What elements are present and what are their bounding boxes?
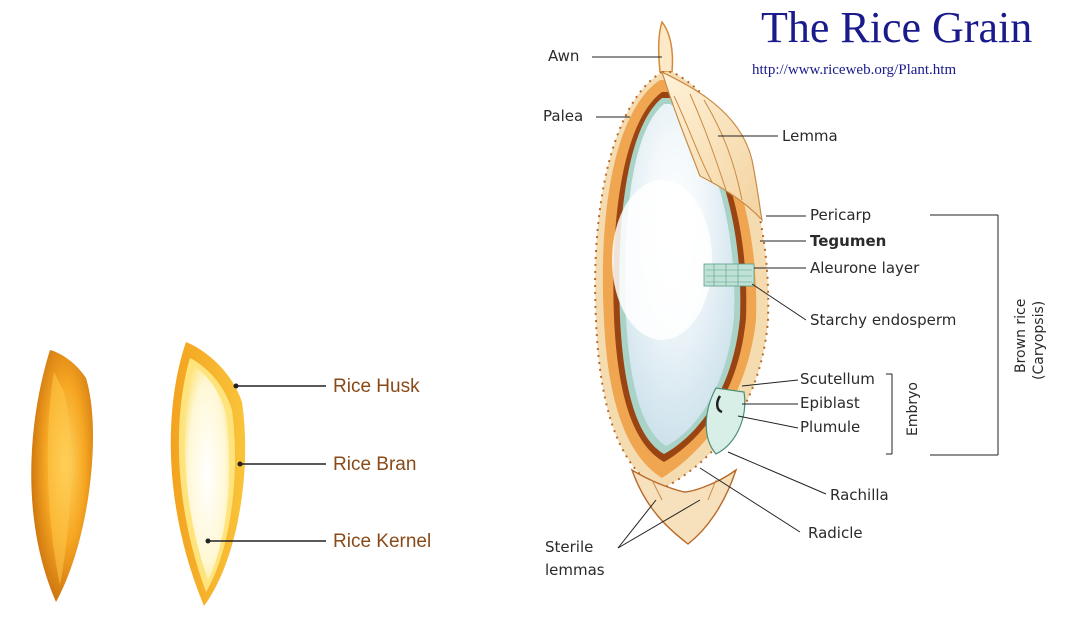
figure-title: The Rice Grain xyxy=(761,6,1032,50)
source-url[interactable]: http://www.riceweb.org/Plant.htm xyxy=(752,63,956,78)
brown-rice-group-label-line2: (Caryopsis) xyxy=(1032,301,1046,380)
awn-part xyxy=(659,22,673,72)
starchy-endosperm-label: Starchy endosperm xyxy=(810,313,956,328)
sterile-lemmas-label-line2: lemmas xyxy=(545,563,605,578)
rice-grain-cross-section xyxy=(171,342,245,606)
aleurone-layer-label: Aleurone layer xyxy=(810,261,919,276)
embryo-group-label: Embryo xyxy=(906,382,920,436)
radicle-label: Radicle xyxy=(808,526,863,541)
plumule-label: Plumule xyxy=(800,420,860,435)
rice-bran-label: Rice Bran xyxy=(333,455,416,474)
pericarp-label: Pericarp xyxy=(810,208,871,223)
detailed-rice-grain xyxy=(595,22,768,544)
awn-label: Awn xyxy=(548,49,579,64)
palea-label: Palea xyxy=(543,109,583,124)
rice-husk-label: Rice Husk xyxy=(333,377,420,396)
bran-leader-dot xyxy=(238,462,243,467)
lemma-label: Lemma xyxy=(782,129,838,144)
rice-kernel-label: Rice Kernel xyxy=(333,532,431,551)
kernel-leader-dot xyxy=(206,539,211,544)
epiblast-label: Epiblast xyxy=(800,396,860,411)
tegumen-label: Tegumen xyxy=(810,234,886,249)
sterile-lemmas-label-line1: Sterile xyxy=(545,540,593,555)
whole-rice-grain xyxy=(31,350,93,602)
rachilla-label: Rachilla xyxy=(830,488,889,503)
husk-leader-dot xyxy=(234,384,239,389)
brown-rice-group-label-line1: Brown rice xyxy=(1014,299,1028,373)
aleurone-patch xyxy=(704,264,754,286)
scutellum-label: Scutellum xyxy=(800,372,875,387)
embryo-shape xyxy=(706,388,745,454)
